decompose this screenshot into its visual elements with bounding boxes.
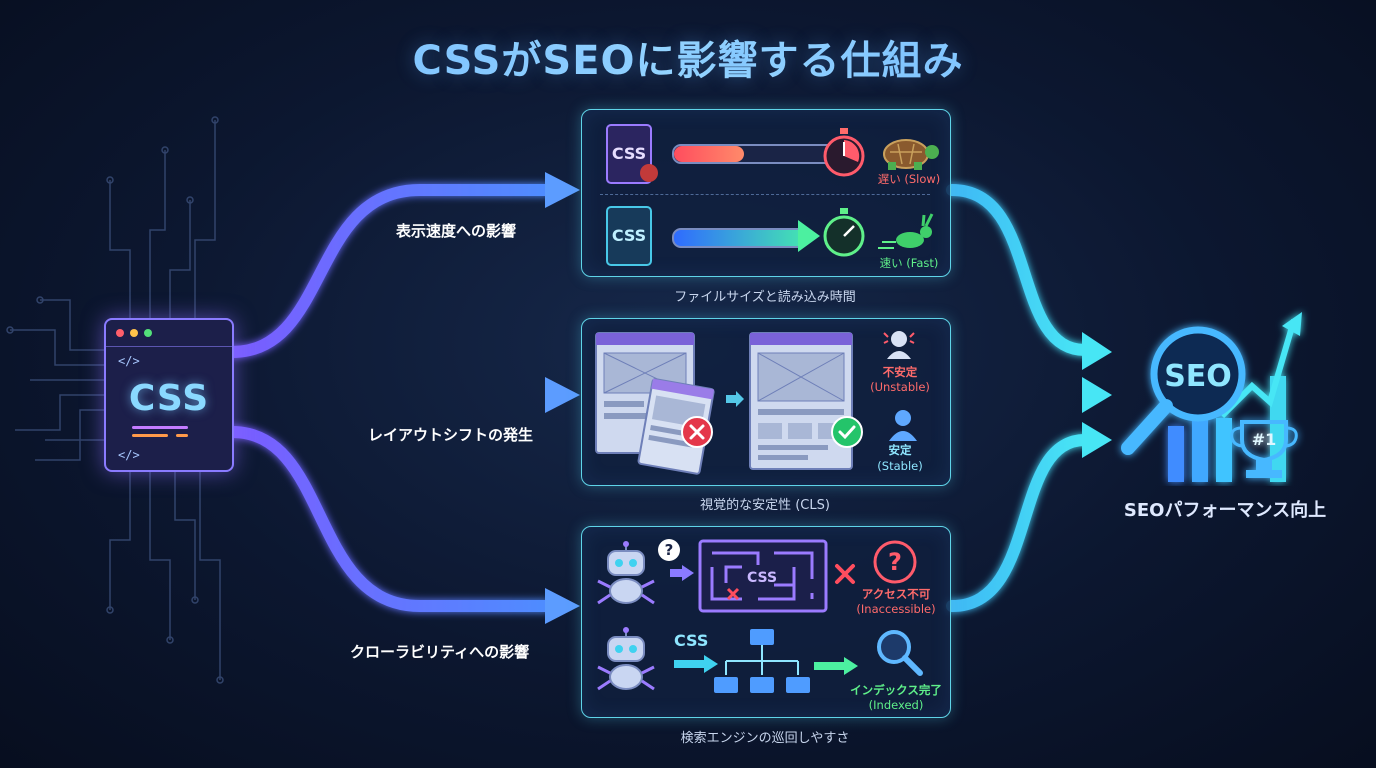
slow-label: 遅い (Slow) bbox=[877, 172, 941, 186]
branch-label-speed: 表示速度への影響 bbox=[396, 222, 517, 240]
yellow-dot-icon bbox=[130, 329, 138, 337]
unstable-person-icon bbox=[883, 331, 915, 359]
css-source-window: </> CSS </> bbox=[104, 318, 234, 472]
svg-text:?: ? bbox=[665, 541, 674, 559]
stable-sub: (Stable) bbox=[877, 459, 923, 473]
left-arrow-heads bbox=[545, 172, 580, 624]
crawl-caption: 検索エンジンの巡回しやすさ bbox=[680, 731, 850, 746]
left-flow-arrows bbox=[226, 184, 551, 612]
index-arrow-icon bbox=[674, 655, 718, 673]
success-check-icon bbox=[831, 416, 863, 448]
stopwatch-fast-icon bbox=[823, 208, 865, 257]
site-tree-icon bbox=[714, 629, 810, 693]
seo-badge-text: SEO bbox=[1164, 359, 1232, 394]
stopwatch-slow-icon bbox=[823, 128, 865, 177]
transition-arrow-icon bbox=[726, 391, 744, 407]
code-line bbox=[176, 434, 188, 437]
magnifier-icon bbox=[877, 630, 923, 676]
unstable-sub: (Unstable) bbox=[870, 380, 930, 394]
stable-title: 安定 bbox=[888, 443, 912, 457]
question-circle-icon: ? bbox=[873, 540, 917, 584]
progress-fast-arrow-icon bbox=[798, 220, 820, 252]
right-flow-arrows bbox=[946, 184, 1091, 612]
circuit-lines bbox=[6, 116, 224, 684]
robot-indexer-icon bbox=[597, 627, 655, 691]
turtle-icon bbox=[883, 139, 939, 170]
stable-person-icon bbox=[889, 410, 917, 441]
code-line bbox=[132, 426, 188, 429]
progress-slow-fill bbox=[674, 146, 745, 162]
panel-divider bbox=[600, 194, 930, 195]
weight-bag-icon bbox=[640, 164, 658, 182]
code-tag-top: </> bbox=[118, 354, 140, 368]
branch-label-crawl: クローラビリティへの影響 bbox=[350, 643, 530, 661]
crawl-panel: ? CSS ? アクセス不可 (Inaccessible) CSS bbox=[581, 526, 951, 718]
seo-result-label: SEOパフォーマンス向上 bbox=[1123, 500, 1327, 521]
css-file-fast-icon: CSS bbox=[606, 206, 652, 266]
indexed-title: インデックス完了 bbox=[850, 683, 942, 697]
speed-caption: ファイルサイズと読み込み時間 bbox=[674, 290, 856, 305]
progress-fast bbox=[672, 228, 808, 248]
page-title: CSSがSEOに影響する仕組み bbox=[0, 28, 1376, 86]
error-x-icon bbox=[681, 416, 713, 448]
rabbit-icon bbox=[878, 213, 934, 249]
inaccessible-sub: (Inaccessible) bbox=[856, 602, 936, 616]
inaccessible-title: アクセス不可 bbox=[861, 587, 931, 601]
branch-label-layout: レイアウトシフトの発生 bbox=[368, 426, 534, 444]
crawl-arrow-icon bbox=[670, 565, 694, 581]
svg-text:CSS: CSS bbox=[747, 570, 777, 586]
speed-panel: CSS 遅い (Slow) CSS 速い (Fast) bbox=[581, 109, 951, 277]
code-line bbox=[132, 434, 168, 437]
question-bubble-icon: ? bbox=[658, 539, 680, 561]
unstable-title: 不安定 bbox=[882, 365, 918, 379]
indexed-arrow-icon bbox=[814, 657, 858, 675]
robot-crawler-icon bbox=[597, 541, 655, 605]
seo-result-graphic: SEO #1 bbox=[1121, 312, 1302, 482]
stable-page-icon bbox=[749, 332, 853, 470]
blocked-x-icon bbox=[835, 564, 855, 584]
layout-panel: 不安定 (Unstable) 安定 (Stable) bbox=[581, 318, 951, 486]
css-tag-label: CSS bbox=[674, 631, 709, 650]
layout-caption: 視覚的な安定性 (CLS) bbox=[700, 498, 830, 513]
red-dot-icon bbox=[116, 329, 124, 337]
indexed-sub: (Indexed) bbox=[868, 698, 924, 712]
svg-text:?: ? bbox=[888, 548, 902, 576]
trophy-rank-text: #1 bbox=[1252, 430, 1277, 449]
right-arrow-heads bbox=[1082, 332, 1112, 458]
unstable-page-icon bbox=[595, 332, 715, 475]
fast-label: 速い (Fast) bbox=[879, 256, 939, 270]
css-source-label: CSS bbox=[128, 378, 210, 419]
code-tag-bottom: </> bbox=[118, 448, 140, 462]
css-maze-icon: CSS bbox=[698, 539, 828, 613]
green-dot-icon bbox=[144, 329, 152, 337]
